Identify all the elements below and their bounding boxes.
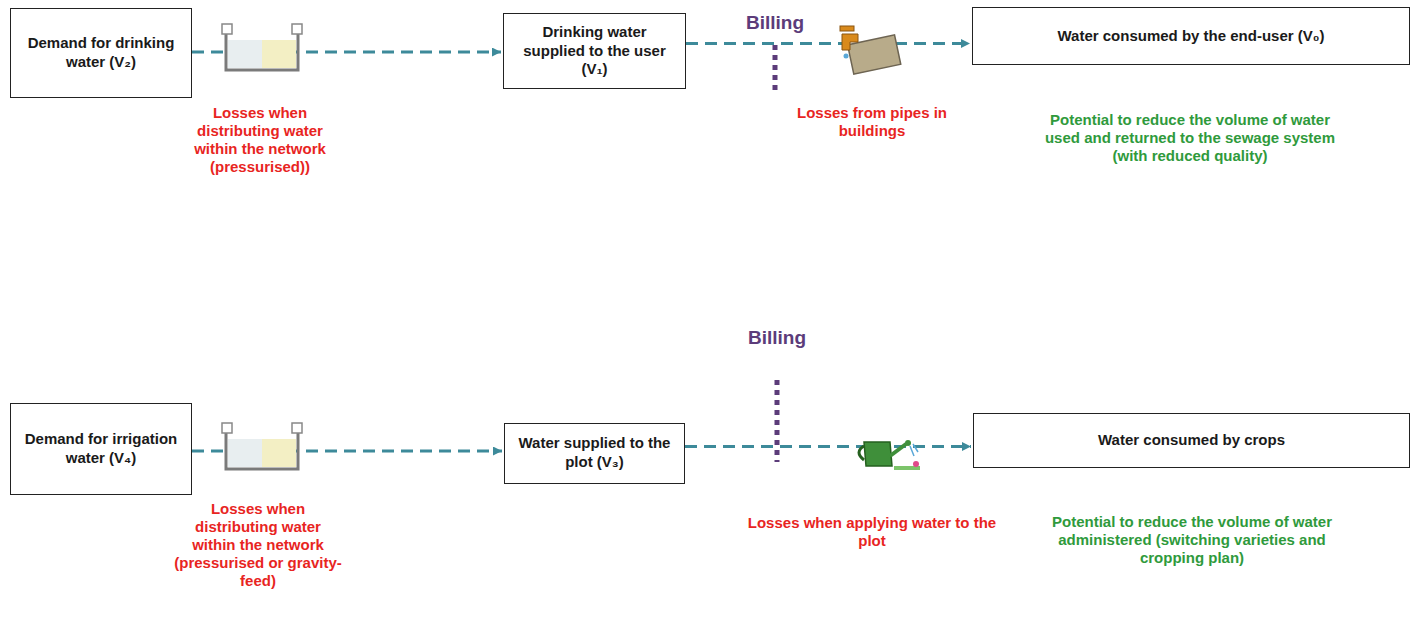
tank-water xyxy=(228,439,296,467)
flower xyxy=(913,461,919,467)
billing-line xyxy=(775,380,780,462)
loss-note: Losses when distributing water within th… xyxy=(175,104,345,176)
tank-tower xyxy=(292,423,302,433)
can-body xyxy=(864,442,892,466)
box-text: Demand for irrigation water (V₄) xyxy=(21,430,181,468)
process-box: Demand for irrigation water (V₄) xyxy=(10,403,192,495)
dashed-arrow xyxy=(686,42,970,45)
tank-water xyxy=(228,40,296,68)
tank-wall xyxy=(226,32,298,70)
box-text: Drinking water supplied to the user (V₁) xyxy=(514,23,675,79)
can-spout xyxy=(890,444,906,456)
box-text: Water supplied to the plot (V₃) xyxy=(515,434,674,472)
tap-body xyxy=(842,34,858,50)
process-box: Water consumed by crops xyxy=(973,413,1410,468)
loss-note: Losses from pipes in buildings xyxy=(787,104,957,140)
tank-tower xyxy=(292,24,302,34)
tank-water xyxy=(228,40,262,68)
tank-tower xyxy=(222,24,232,34)
process-box: Water consumed by the end-user (V₀) xyxy=(972,7,1410,65)
dashed-arrow xyxy=(685,445,971,448)
process-box: Water supplied to the plot (V₃) xyxy=(504,423,685,484)
water-drops xyxy=(910,444,918,456)
box-text: Water consumed by the end-user (V₀) xyxy=(1057,27,1324,46)
watering-can-icon xyxy=(859,440,920,468)
tank-tower xyxy=(222,423,232,433)
billing-label: Billing xyxy=(715,12,835,35)
box-text: Water consumed by crops xyxy=(1098,431,1285,450)
loss-note: Losses when applying water to the plot xyxy=(747,514,997,550)
can-handle xyxy=(859,446,864,460)
connector-layer xyxy=(192,44,971,452)
can-rose xyxy=(905,440,911,446)
box-text: Demand for drinking water (V₂) xyxy=(21,34,181,72)
water-drop xyxy=(844,54,849,59)
tank-water xyxy=(228,439,262,467)
tank-icon xyxy=(222,24,302,70)
process-box: Demand for drinking water (V₂) xyxy=(10,8,192,98)
billing-label: Billing xyxy=(717,327,837,350)
tank-icon xyxy=(222,423,302,469)
billing-line xyxy=(773,45,778,90)
tap-handle xyxy=(840,26,854,31)
process-box: Drinking water supplied to the user (V₁) xyxy=(503,13,686,89)
loss-note: Losses when distributing water within th… xyxy=(173,500,343,590)
potential-note: Potential to reduce the volume of water … xyxy=(1042,513,1342,567)
tank-wall xyxy=(226,431,298,469)
potential-note: Potential to reduce the volume of water … xyxy=(1040,111,1340,165)
tap-icon xyxy=(840,26,901,74)
